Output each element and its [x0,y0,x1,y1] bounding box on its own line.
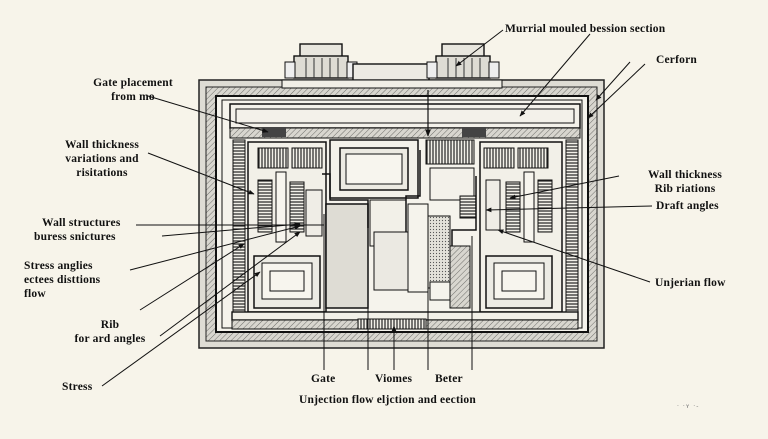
top-plate-center [352,63,430,81]
right-outer-ribs [565,139,579,316]
top-bar [281,79,503,89]
label-wall-structures: Wall structures [42,217,121,229]
label-stress-angles: Stress anglies ecteеs disttions flow [24,260,101,300]
label-wall-thickness-variations: Wall thickness variations and risitation… [64,139,140,179]
label-buress-snictures: buress snictures [34,231,116,243]
label-beter: Beter [435,373,463,385]
label-draft-angles: Draft angles [656,200,719,212]
label-cerforn: Cerforn [656,54,697,66]
label-wall-thickness-ribriations: Wall thickness Rib riations [647,169,723,195]
right-cavity-block [479,141,563,313]
label-stress: Stress [62,381,93,393]
left-cavity-block [247,141,327,313]
bottom-plates [231,311,579,330]
label-unjerian-flow: Unjerian flow [655,277,726,289]
page-marks: · ·ʏ ·- [677,403,700,410]
leader-lines [101,29,653,387]
label-gate: Gate [311,373,336,385]
label-rib-ard-angles: Rib for ard angles [74,319,146,345]
top-connector-right [426,43,500,79]
label-gate-placement: Gate placement from mo [93,77,173,103]
top-connector-left [284,43,358,79]
upper-plates [229,103,581,139]
bottom-caption: Unjection flow eljction and eection [299,394,476,406]
label-murrial-section: Murrial mouled bession section [505,23,666,35]
left-outer-ribs [232,139,246,316]
center-core [322,90,477,309]
label-viomes: Viomes [375,373,413,385]
